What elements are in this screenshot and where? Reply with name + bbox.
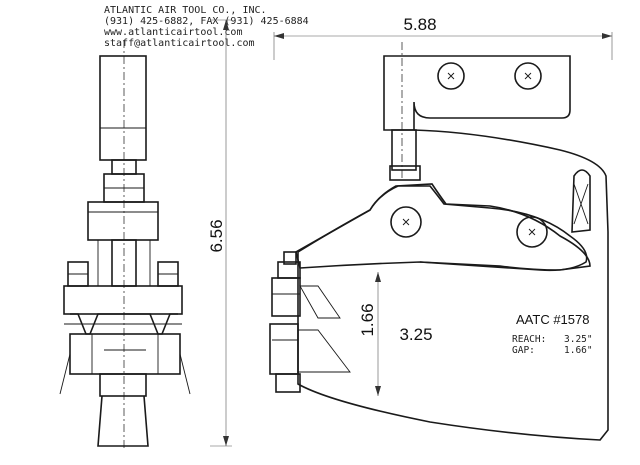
link-slot	[571, 169, 591, 233]
company-phone: (931) 425-6882, FAX (931) 425-6884	[104, 16, 309, 27]
upper-mount	[383, 55, 571, 131]
upper-pin-1	[437, 62, 465, 90]
upper-jaw	[271, 277, 301, 317]
height-dimension: 6.56	[207, 19, 232, 447]
reach-spec: 3.25"	[564, 334, 593, 345]
stem	[111, 239, 137, 287]
width-value: 5.88	[403, 15, 436, 34]
lower-blade	[297, 329, 351, 373]
side-view: 5.88 1.66	[269, 15, 613, 441]
tail-tang	[97, 395, 149, 447]
lower-jaw-base	[275, 373, 301, 393]
company-email: staff@atlanticairtool.com	[104, 38, 255, 49]
tail-block	[99, 373, 147, 397]
height-value: 6.56	[207, 219, 226, 252]
arm-rear-pin	[516, 216, 548, 248]
rod-end	[389, 165, 421, 181]
lower-yoke	[63, 285, 183, 315]
front-view	[59, 40, 191, 450]
model-name: AATC #1578	[516, 312, 589, 327]
reach-label: REACH:	[512, 334, 546, 345]
lower-jaw	[269, 323, 299, 375]
lower-body	[69, 333, 181, 375]
arm-pivot-pin	[390, 206, 422, 238]
company-name: ATLANTIC AIR TOOL CO., INC.	[104, 5, 267, 16]
gap-spec: 1.66"	[564, 345, 593, 356]
upper-pin-2	[514, 62, 542, 90]
upper-blade	[299, 285, 341, 319]
company-website: www.atlanticairtool.com	[104, 27, 242, 38]
pivot-arm	[295, 185, 588, 272]
gap-label: GAP:	[512, 345, 535, 356]
main-frame	[297, 129, 609, 441]
yoke-body	[87, 201, 159, 241]
top-cylinder	[99, 55, 147, 161]
piston-rod	[391, 129, 417, 171]
reach-value: 3.25	[399, 325, 432, 344]
gap-value: 1.66	[358, 303, 377, 336]
